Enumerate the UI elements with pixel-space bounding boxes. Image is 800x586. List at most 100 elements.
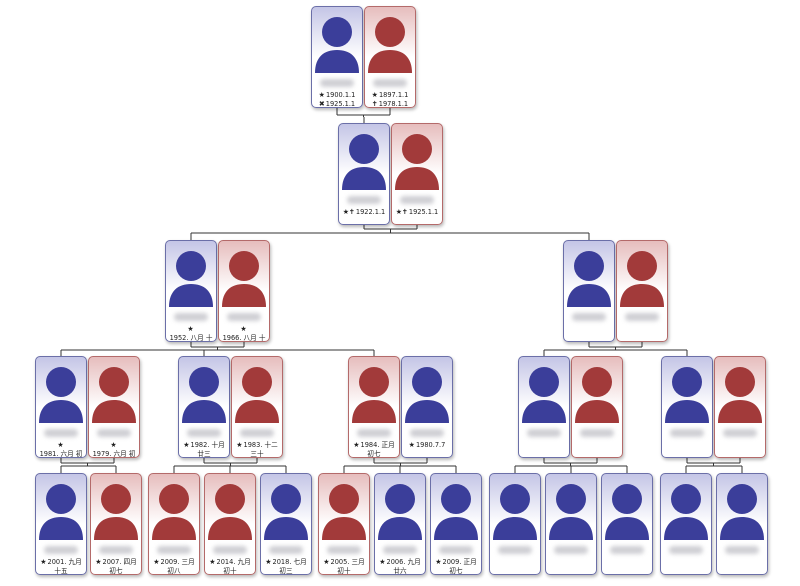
person-silhouette-icon — [152, 484, 196, 540]
person-card-g5j[interactable] — [545, 473, 597, 575]
detail-text: 廿三 — [197, 449, 211, 458]
person-details: ★✝1925.1.1 — [394, 208, 440, 217]
person-card-g2f[interactable]: ★✝1925.1.1 — [391, 123, 443, 225]
person-card-g4cm[interactable]: ★1980.7.7 — [401, 356, 453, 458]
avatar — [392, 124, 442, 194]
detail-line: ★2001. 九月 — [38, 558, 84, 567]
detail-line: 十五 — [38, 567, 84, 575]
person-card-g1f[interactable]: ★1897.1.1✝1978.1.1 — [364, 6, 416, 108]
person-card-g5c[interactable]: ★2009. 三月初八 — [148, 473, 200, 575]
detail-text: 1979. 六月 初五 — [92, 449, 136, 458]
person-card-g4ef[interactable] — [714, 356, 766, 458]
detail-text: 2009. 三月 — [160, 558, 195, 566]
person-silhouette-icon — [235, 367, 279, 423]
person-name-redacted — [723, 429, 757, 437]
person-card-g4bf[interactable]: ★1983. 十二三十 — [231, 356, 283, 458]
avatar — [365, 7, 415, 77]
person-details: ★1984. 正月初七 — [351, 441, 397, 457]
avatar — [617, 241, 667, 311]
person-details: ★1979. 六月 初五⚭2000. 十一 初七 — [91, 441, 137, 458]
person-card-g5b[interactable]: ★2007. 四月初七 — [90, 473, 142, 575]
person-name-redacted — [527, 429, 561, 437]
person-silhouette-icon — [39, 484, 83, 540]
detail-line: ✖1925.1.1 — [314, 100, 360, 108]
person-card-g4cf[interactable]: ★1984. 正月初七 — [348, 356, 400, 458]
detail-text: 2009. 正月 — [442, 558, 477, 566]
birth-icon: ★ — [371, 91, 378, 99]
person-details: ★1952. 八月 十五⚭1980.7.7 — [168, 325, 214, 342]
person-card-g5k[interactable] — [601, 473, 653, 575]
person-card-g2m[interactable]: ★✝1922.1.1 — [338, 123, 390, 225]
avatar — [339, 124, 389, 194]
person-card-g4af[interactable]: ★1979. 六月 初五⚭2000. 十一 初七 — [88, 356, 140, 458]
detail-text: 1984. 正月 — [360, 441, 395, 449]
detail-text: 1922.1.1 — [355, 208, 386, 216]
detail-line: ✝1978.1.1 — [367, 100, 413, 108]
person-card-g5g[interactable]: ★2006. 九月廿六 — [374, 473, 426, 575]
detail-text: 1981. 六月 初八 — [39, 449, 83, 458]
detail-line: 初八 — [151, 566, 197, 575]
person-card-g5a[interactable]: ★2001. 九月十五 — [35, 473, 87, 575]
person-name-redacted — [383, 546, 417, 554]
person-details: ★1897.1.1✝1978.1.1 — [367, 91, 413, 108]
person-card-g3bm[interactable] — [563, 240, 615, 342]
birth-icon: ★ — [353, 441, 360, 449]
person-silhouette-icon — [664, 484, 708, 540]
person-card-g5h[interactable]: ★2009. 正月初七 — [430, 473, 482, 575]
detail-text: 初八 — [167, 566, 181, 575]
avatar — [149, 474, 199, 544]
person-silhouette-icon — [94, 484, 138, 540]
person-card-g3bf[interactable] — [616, 240, 668, 342]
person-name-redacted — [554, 546, 588, 554]
detail-line: 初三 — [263, 567, 309, 575]
person-card-g4dm[interactable] — [518, 356, 570, 458]
detail-line: ★1897.1.1 — [367, 91, 413, 100]
person-card-g4am[interactable]: ★1981. 六月 初八⚭2000. 十一 初七 — [35, 356, 87, 458]
person-name-redacted — [174, 313, 208, 321]
avatar — [564, 241, 614, 311]
detail-line: ★✝1922.1.1 — [341, 208, 387, 217]
person-details: ★1981. 六月 初八⚭2000. 十一 初七 — [38, 441, 84, 458]
detail-line: ★1900.1.1 — [314, 91, 360, 100]
person-silhouette-icon — [549, 484, 593, 540]
detail-line: ★✝1925.1.1 — [394, 208, 440, 217]
person-details: ★1980.7.7 — [404, 441, 450, 450]
person-card-g5f[interactable]: ★2005. 三月初十 — [318, 473, 370, 575]
avatar — [602, 474, 652, 544]
person-silhouette-icon — [720, 484, 764, 540]
person-silhouette-icon — [605, 484, 649, 540]
person-card-g5m[interactable] — [716, 473, 768, 575]
person-card-g4em[interactable] — [661, 356, 713, 458]
detail-text: 2001. 九月 — [47, 558, 82, 566]
detail-text: 三十 — [250, 449, 264, 458]
person-card-g3am[interactable]: ★1952. 八月 十五⚭1980.7.7 — [165, 240, 217, 342]
person-card-g5l[interactable] — [660, 473, 712, 575]
birth-icon: ★ — [236, 441, 243, 449]
person-card-g3af[interactable]: ★1966. 八月 十二⚭1980.7.7 — [218, 240, 270, 342]
person-silhouette-icon — [182, 367, 226, 423]
person-card-g1m[interactable]: ★1900.1.1✖1925.1.1 — [311, 6, 363, 108]
birth-icon: ★ — [187, 325, 194, 333]
person-silhouette-icon — [395, 134, 439, 190]
person-card-g5d[interactable]: ★2014. 九月初十 — [204, 473, 256, 575]
person-name-redacted — [725, 546, 759, 554]
detail-line: 初七 — [433, 567, 479, 575]
person-name-redacted — [157, 546, 191, 554]
person-name-redacted — [357, 429, 391, 437]
avatar — [490, 474, 540, 544]
person-card-g5e[interactable]: ★2018. 七月初三 — [260, 473, 312, 575]
birth-icon: ★ — [183, 441, 190, 449]
person-silhouette-icon — [522, 367, 566, 423]
person-card-g4df[interactable] — [571, 356, 623, 458]
avatar — [717, 474, 767, 544]
detail-text: 1952. 八月 十 — [169, 333, 213, 342]
detail-text: 1982. 十月 — [190, 441, 225, 449]
detail-line: ★1966. 八月 十 — [221, 325, 267, 341]
person-card-g5i[interactable] — [489, 473, 541, 575]
birth-icon: ★ — [40, 558, 47, 566]
birth-icon: ★ — [323, 558, 330, 566]
person-card-g4bm[interactable]: ★1982. 十月廿三 — [178, 356, 230, 458]
person-silhouette-icon — [264, 484, 308, 540]
detail-line: ★1980.7.7 — [404, 441, 450, 450]
